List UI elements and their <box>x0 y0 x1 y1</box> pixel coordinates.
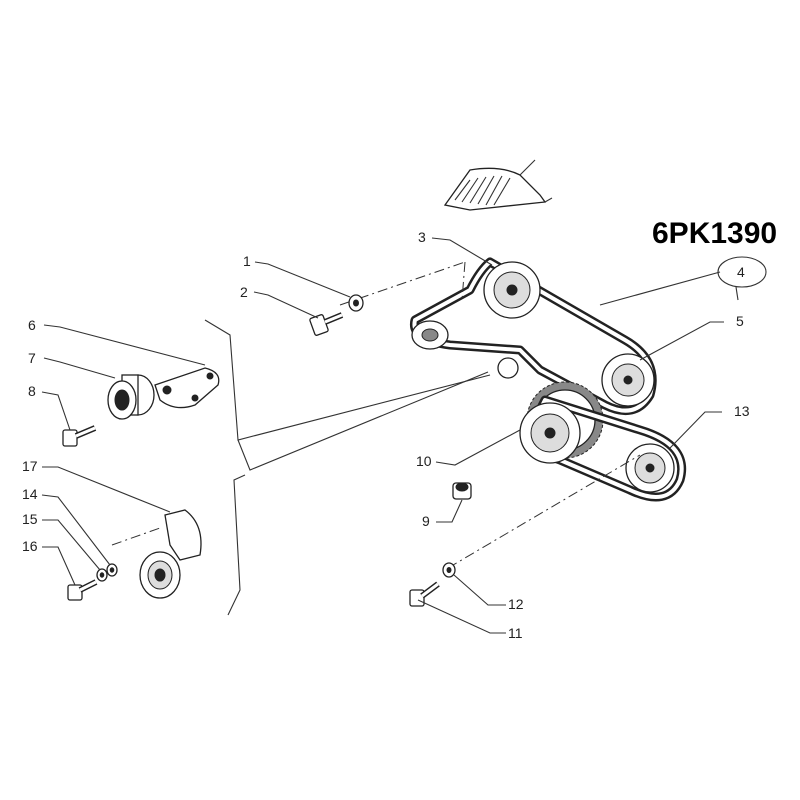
callout-16-label: 16 <box>22 538 38 554</box>
roller-7 <box>107 374 155 420</box>
idler-small <box>497 357 519 379</box>
washer-15 <box>96 568 108 582</box>
callout-4-label: 4 <box>737 264 745 280</box>
callout-1-label: 1 <box>243 253 251 269</box>
washer-14 <box>106 563 118 577</box>
tensioner-17 <box>139 509 202 599</box>
callout-3-label: 3 <box>418 229 426 245</box>
section-divider-lines <box>204 319 491 616</box>
callout-5-label: 5 <box>736 313 744 329</box>
callout-10-label: 10 <box>416 453 432 469</box>
pulley-10 <box>519 402 581 464</box>
callout-15-label: 15 <box>22 511 38 527</box>
pulley-upper <box>483 261 541 319</box>
pulley-left <box>411 320 449 350</box>
callout-8-label: 8 <box>28 383 36 399</box>
callout-7-label: 7 <box>28 350 36 366</box>
part-code-heading: 6PK1390 <box>652 217 777 250</box>
callout-14-label: 14 <box>22 486 38 502</box>
leader-lines <box>41 237 739 634</box>
callout-4: 4 <box>717 256 767 288</box>
pulley-lower-right <box>625 443 675 493</box>
callout-9-label: 9 <box>422 513 430 529</box>
callout-11-label: 11 <box>508 625 523 641</box>
belt-cover <box>443 159 553 211</box>
washer-12 <box>442 562 456 578</box>
bolt-2 <box>309 312 344 336</box>
callout-labels: 1 2 3 5 6 7 8 9 10 11 12 13 14 15 16 17 <box>22 229 750 641</box>
callout-12-label: 12 <box>508 596 524 612</box>
callout-13-label: 13 <box>734 403 750 419</box>
callout-2-label: 2 <box>240 284 248 300</box>
bolt-11 <box>409 581 440 607</box>
callout-17-label: 17 <box>22 458 38 474</box>
bracket-6 <box>154 367 220 409</box>
bolt-8 <box>62 425 97 447</box>
pulley-5 <box>601 353 655 407</box>
bolt-16 <box>67 579 98 601</box>
callout-6-label: 6 <box>28 317 36 333</box>
nut-9 <box>452 482 472 500</box>
washer-1 <box>348 294 364 312</box>
